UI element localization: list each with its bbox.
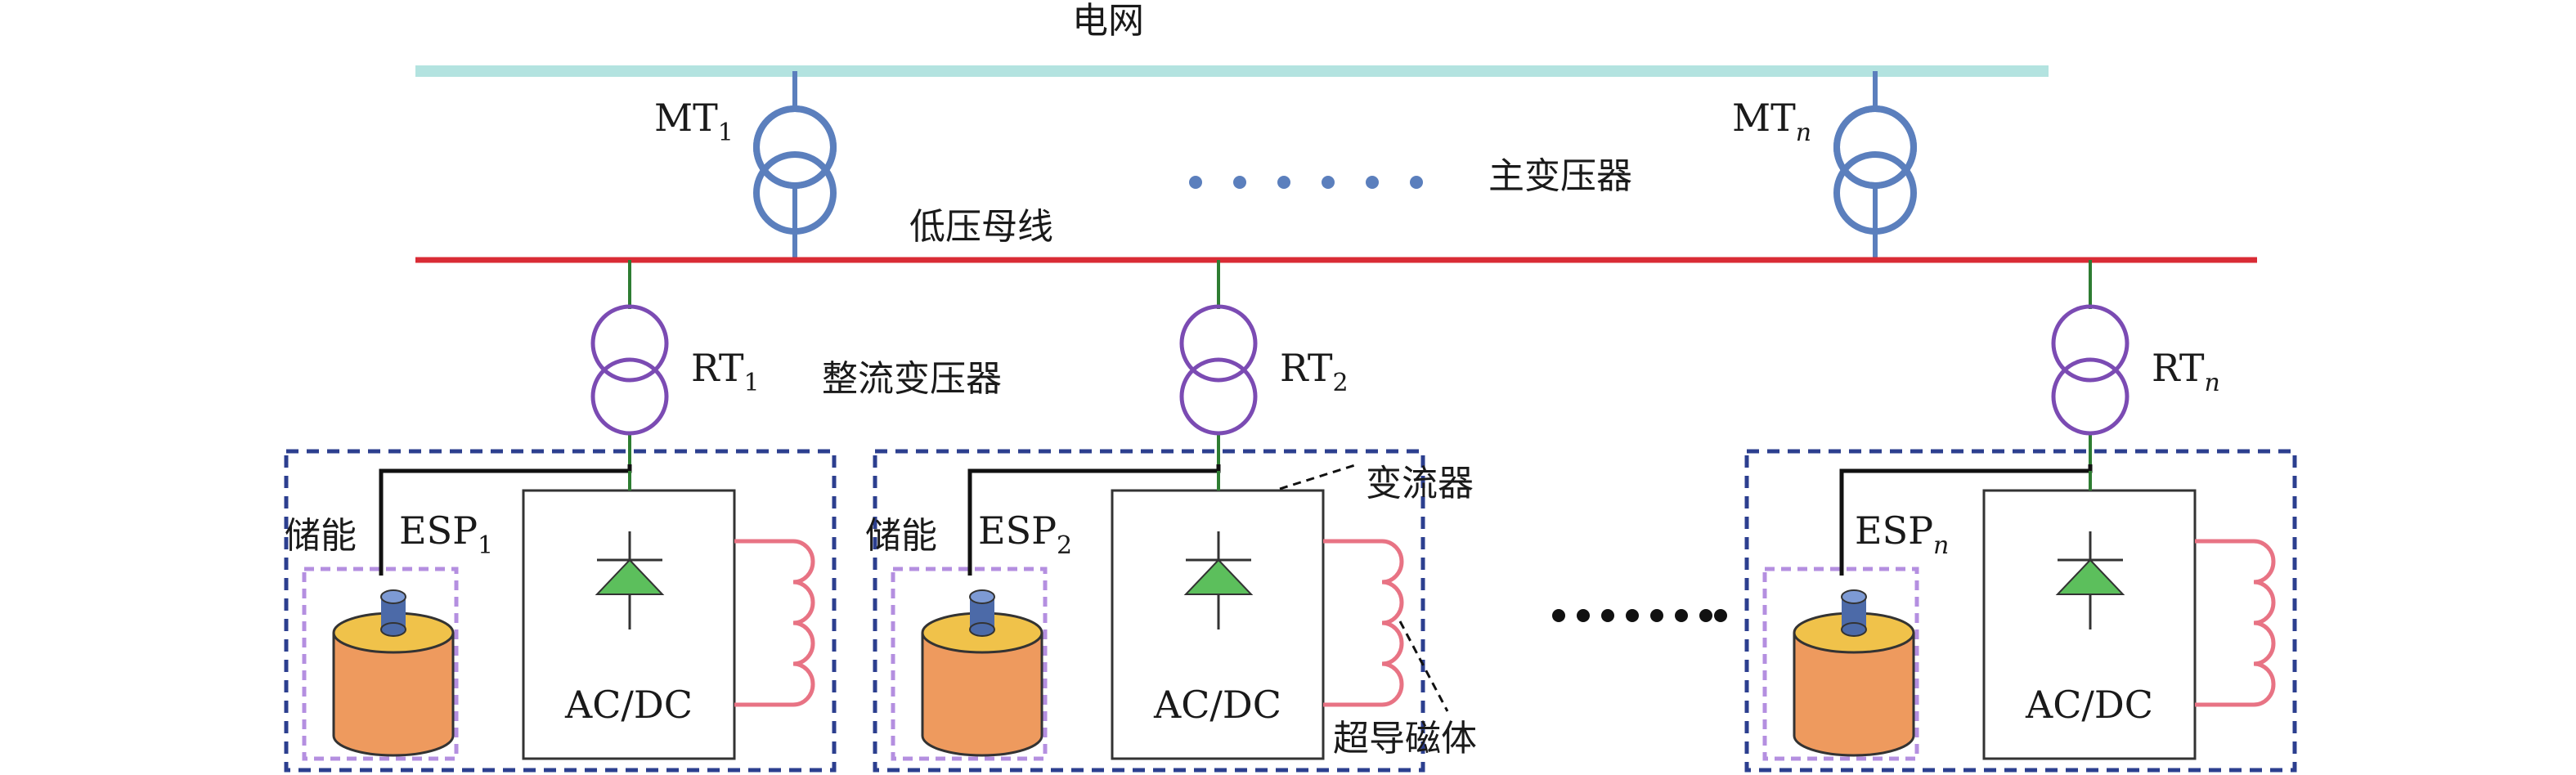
ellipsis-modules [1552, 609, 1727, 622]
rect-transformer-2 [1179, 260, 1258, 464]
mtn-label: MTn [1732, 96, 1811, 147]
esp-module-1 [286, 451, 834, 770]
rt2-label: RT2 [1280, 346, 1349, 397]
rect-transformer-n [2051, 260, 2129, 464]
magnet-callout-line [1398, 620, 1449, 712]
converter-text-n: AC/DC [2025, 683, 2153, 727]
storage-label-2: 储能 [865, 515, 937, 557]
espn-label: ESPn [1855, 508, 1949, 560]
storage-label-1: 储能 [285, 515, 357, 557]
esp1-label: ESP1 [399, 508, 493, 560]
ellipsis-main-transformers [1189, 176, 1423, 189]
esp-module-n [1747, 451, 2295, 770]
main-transformer-n [1833, 71, 1917, 260]
converter-label: 变流器 [1366, 463, 1474, 504]
magnet-label: 超导磁体 [1333, 718, 1477, 759]
converter-callout-line [1279, 463, 1358, 491]
main-transformer-label: 主变压器 [1488, 155, 1632, 197]
converter-text-1: AC/DC [564, 683, 693, 727]
rt1-label: RT1 [691, 346, 760, 397]
lv-bus-label: 低压母线 [909, 206, 1053, 248]
rect-transformer-1 [590, 260, 669, 464]
main-transformer-1 [753, 71, 837, 260]
grid-label: 电网 [1072, 0, 1144, 42]
rectifier-transformer-label: 整流变压器 [822, 358, 1002, 400]
esp2-label: ESP2 [978, 508, 1072, 560]
rtn-label: RTn [2152, 346, 2220, 397]
converter-text-2: AC/DC [1153, 683, 1281, 727]
mt1-label: MT1 [654, 96, 734, 147]
